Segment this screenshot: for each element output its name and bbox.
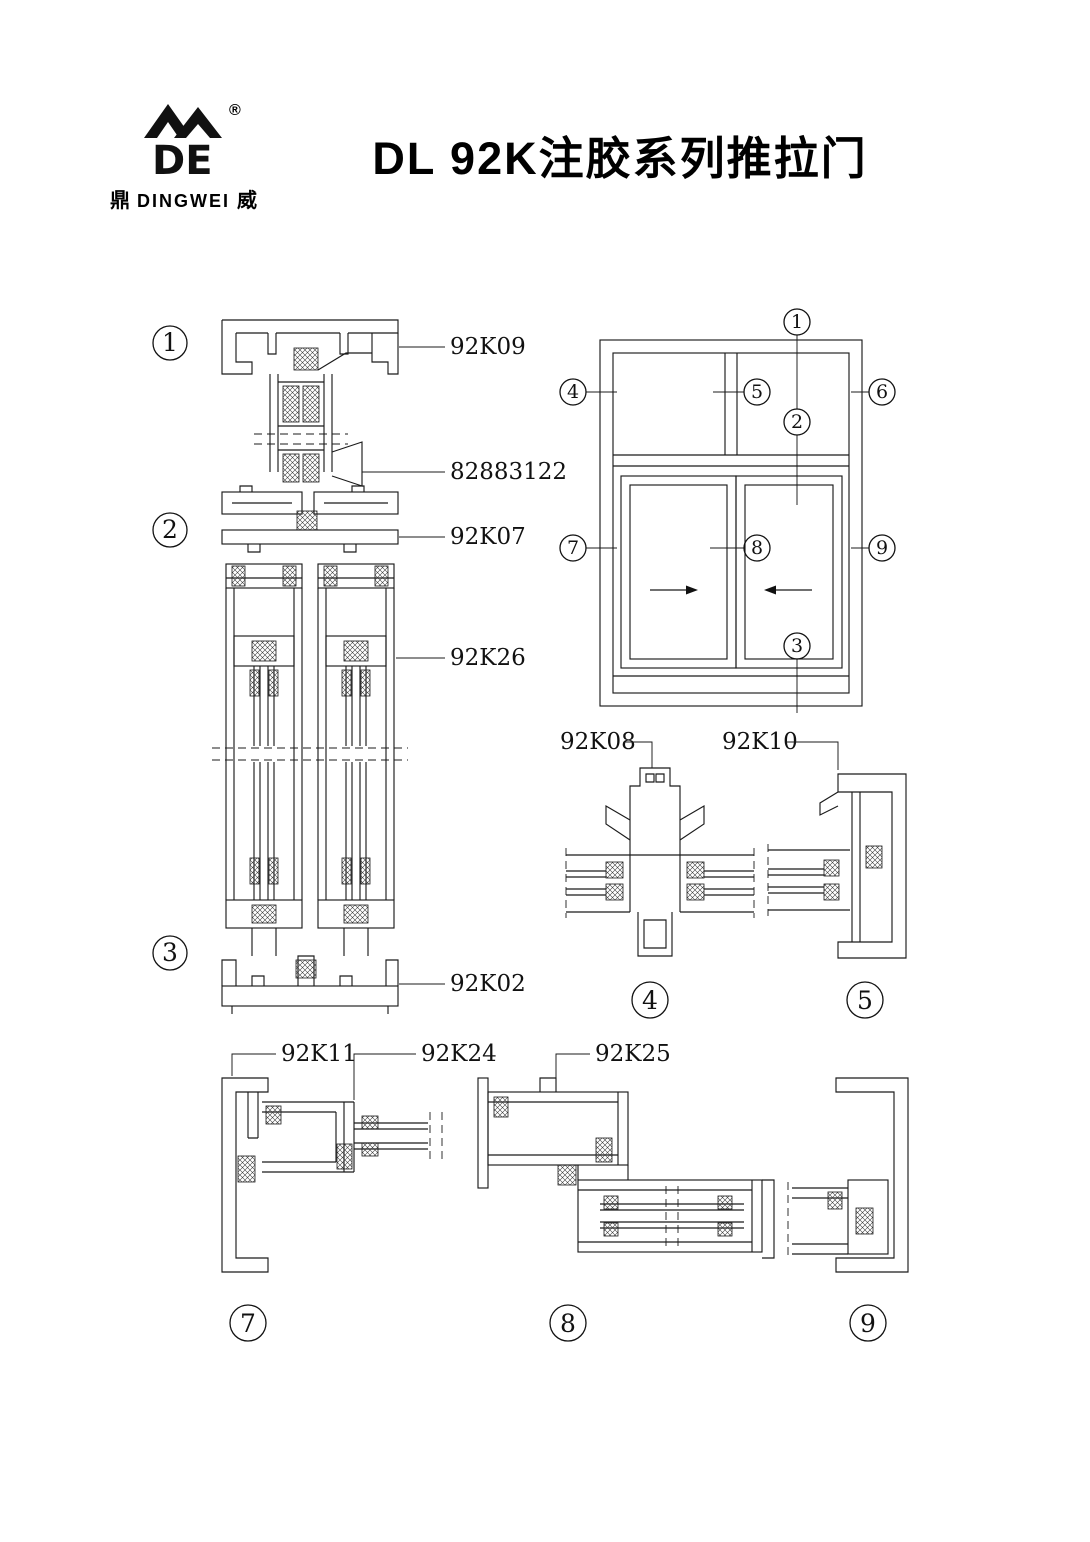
section-marker-1: 1 — [152, 325, 188, 361]
svg-text:8: 8 — [751, 537, 763, 559]
registered-trademark-symbol: ® — [229, 102, 241, 119]
callout-meeting-stile: 92K25 — [555, 1041, 671, 1088]
logo-mountain-icon: DE — [144, 104, 222, 182]
svg-text:1: 1 — [162, 328, 178, 357]
svg-text:7: 7 — [567, 537, 579, 559]
callout-mullion: 92K08 — [560, 729, 653, 768]
detail-marker-9: 9 — [849, 1304, 887, 1342]
callout-bottom-frame: 92K02 — [399, 971, 526, 997]
label-upper-interlock: 92K07 — [450, 524, 526, 550]
label-interlock: 92K24 — [421, 1041, 497, 1067]
label-bottom-frame: 92K02 — [450, 971, 526, 997]
callout-roller: 82883122 — [362, 459, 567, 485]
detail-marker-8: 8 — [549, 1304, 587, 1342]
bottom-frame-profile — [221, 955, 399, 1014]
callout-interlock: 92K24 — [353, 1041, 497, 1100]
svg-text:8: 8 — [560, 1309, 576, 1338]
detail-8-drawing — [477, 1077, 775, 1259]
upper-interlock-profile — [221, 485, 399, 553]
page-title: DL 92K注胶系列推拉门 — [372, 133, 868, 184]
svg-text:7: 7 — [240, 1309, 256, 1338]
elevation-marker-7: 7 — [559, 534, 587, 562]
callout-top-frame: 92K09 — [399, 334, 526, 360]
detail-marker-5: 5 — [846, 981, 884, 1019]
horizontal-detail-row: 92K11 92K24 92K25 — [221, 1041, 909, 1342]
logo-monogram: DE — [152, 138, 213, 182]
section-marker-3: 3 — [152, 935, 188, 971]
label-roller: 82883122 — [450, 459, 567, 485]
top-frame-profile — [221, 319, 399, 375]
brand-char-right: 威 — [237, 190, 257, 212]
svg-text:5: 5 — [857, 986, 873, 1015]
svg-text:3: 3 — [791, 635, 803, 657]
detail-sections-4-5: 92K08 92K10 — [560, 729, 907, 1019]
callout-upper-interlock: 92K07 — [399, 524, 526, 550]
sash-sections — [212, 563, 408, 956]
svg-text:4: 4 — [567, 381, 579, 403]
vertical-section-stack: 1 92K09 — [152, 319, 567, 1014]
label-right-frame: 92K10 — [722, 729, 798, 755]
svg-text:2: 2 — [791, 411, 803, 433]
elevation-marker-8: 8 — [743, 534, 771, 562]
roller-assembly — [254, 374, 363, 487]
label-glazing-bead: 92K26 — [450, 645, 526, 671]
detail-marker-4: 4 — [631, 981, 669, 1019]
svg-text:6: 6 — [876, 381, 888, 403]
elevation-marker-9: 9 — [868, 534, 896, 562]
elevation-marker-1: 1 — [783, 308, 811, 336]
callout-side-jamb: 92K11 — [231, 1041, 357, 1076]
svg-text:1: 1 — [791, 311, 803, 333]
detail-4-drawing — [565, 767, 755, 957]
svg-text:4: 4 — [642, 986, 658, 1015]
brand-char-left: 鼎 — [110, 190, 130, 212]
arrow-left-icon — [764, 585, 776, 595]
elevation-leader-lines — [586, 335, 869, 713]
arrow-right-icon — [686, 585, 698, 595]
callout-right-frame: 92K10 — [722, 729, 839, 770]
elevation-marker-2: 2 — [783, 408, 811, 436]
detail-9-drawing — [787, 1077, 909, 1273]
svg-text:9: 9 — [876, 537, 888, 559]
elevation-marker-6: 6 — [868, 378, 896, 406]
section-marker-2: 2 — [152, 512, 188, 548]
slide-direction-arrows — [650, 585, 812, 595]
label-mullion: 92K08 — [560, 729, 636, 755]
elevation-marker-3: 3 — [783, 632, 811, 660]
elevation-frame — [599, 339, 863, 707]
detail-marker-7: 7 — [229, 1304, 267, 1342]
detail-7-drawing — [221, 1077, 443, 1273]
elevation-marker-4: 4 — [559, 378, 587, 406]
label-top-frame: 92K09 — [450, 334, 526, 360]
svg-text:5: 5 — [751, 381, 763, 403]
brand-latin-name: DINGWEI — [137, 191, 230, 211]
svg-text:2: 2 — [162, 515, 178, 544]
svg-text:9: 9 — [860, 1309, 876, 1338]
label-side-jamb: 92K11 — [281, 1041, 357, 1067]
brand-name: 鼎 DINGWEI 威 — [110, 184, 257, 213]
elevation-marker-5: 5 — [743, 378, 771, 406]
callout-glazing-bead: 92K26 — [396, 645, 526, 671]
svg-text:3: 3 — [162, 938, 178, 967]
label-meeting-stile: 92K25 — [595, 1041, 671, 1067]
elevation-view: 1 2 3 4 5 6 7 — [559, 308, 896, 713]
detail-5-drawing — [767, 773, 907, 959]
